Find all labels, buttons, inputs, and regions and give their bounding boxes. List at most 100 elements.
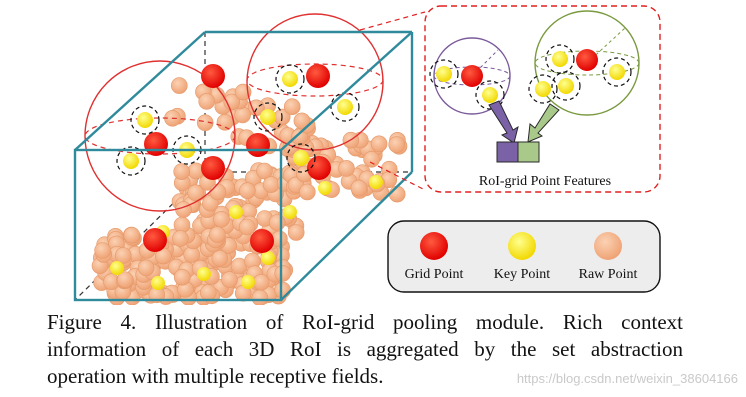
raw-point: [274, 281, 291, 299]
grid-point: [246, 133, 270, 157]
grid-point: [250, 229, 274, 253]
key-point-ring: [551, 71, 581, 101]
raw-point: [172, 230, 189, 247]
grid-point: [143, 228, 167, 252]
key-point: [318, 181, 332, 195]
grid-point: [201, 64, 225, 88]
key-point: [197, 267, 211, 281]
key-point: [482, 87, 498, 103]
raw-point: [239, 182, 256, 199]
raw-point: [209, 226, 226, 243]
key-point: [609, 64, 625, 80]
raw-point: [234, 106, 251, 124]
key-point-ring: [602, 57, 632, 87]
raw-point: [363, 151, 380, 168]
key-point: [260, 109, 276, 125]
key-point-ring: [275, 64, 305, 94]
key-point: [123, 153, 139, 169]
raw-point: [388, 136, 406, 153]
key-point-ring: [286, 143, 316, 173]
features-label: RoI-grid Point Features: [479, 174, 611, 189]
raw-point: [116, 271, 134, 289]
legend-raw-point-label: Raw Point: [579, 267, 638, 282]
raw-point: [213, 211, 230, 228]
key-point: [552, 51, 568, 67]
raw-point: [200, 284, 217, 301]
key-point: [229, 205, 243, 219]
watermark: https://blog.csdn.net/weixin_38604166: [516, 371, 738, 386]
feature-arrows: [488, 100, 560, 144]
caption-line-3: operation with multiple receptive fields…: [47, 364, 384, 388]
raw-point: [274, 265, 292, 282]
raw-point: [209, 183, 227, 201]
key-point-ring: [130, 105, 160, 135]
raw-point: [268, 214, 286, 231]
key-point: [282, 71, 298, 87]
legend: Grid Point Key Point Raw Point: [387, 220, 661, 293]
raw-point: [221, 271, 238, 288]
key-point: [151, 276, 165, 290]
raw-point: [388, 185, 406, 203]
inset-connector-lines: [359, 11, 426, 191]
key-point: [283, 205, 297, 219]
raw-point: [262, 176, 280, 193]
key-point: [369, 175, 383, 189]
raw-point: [223, 93, 241, 111]
key-point-ring: [116, 146, 146, 176]
grid-point: [144, 132, 168, 156]
key-point: [535, 81, 551, 97]
raw-point-cloud: [91, 77, 408, 305]
grid-point: [307, 156, 331, 180]
roi-box-front-edges: [73, 30, 414, 302]
legend-key-point: Key Point: [494, 232, 551, 282]
key-point: [293, 150, 309, 166]
raw-point: [252, 273, 270, 291]
grid-point: [306, 64, 330, 88]
raw-point: [287, 224, 305, 241]
right-receptive-sphere: [246, 13, 384, 151]
key-point-ring: [475, 80, 505, 110]
grid-point: [461, 65, 483, 87]
key-point: [558, 78, 574, 94]
roi-grid-pooling-figure: RoI-grid Point Features Grid Point Key P…: [73, 5, 661, 305]
raw-point: [338, 160, 355, 177]
raw-point: [187, 184, 204, 202]
purple-feature-block: [496, 141, 519, 163]
raw-point: [298, 183, 316, 201]
left-receptive-sphere: [84, 60, 236, 212]
raw-point: [283, 98, 301, 115]
green-feature-block: [517, 141, 540, 163]
caption-line-1: Figure 4. Illustration of RoI-grid pooli…: [47, 310, 683, 334]
key-point: [337, 99, 353, 115]
figure-caption: Figure 4. Illustration of RoI-grid pooli…: [47, 309, 683, 390]
raw-point: [94, 242, 111, 259]
key-point-ring: [253, 102, 283, 132]
caption-line-2: information of each 3D RoI is aggregated…: [47, 337, 683, 361]
inset-panel: RoI-grid Point Features: [424, 5, 661, 193]
raw-point: [216, 114, 234, 131]
key-point: [261, 251, 275, 265]
raw-point: [173, 163, 190, 180]
grid-point: [576, 49, 598, 71]
raw-point: [251, 289, 269, 305]
raw-point: [370, 135, 388, 153]
key-point: [137, 112, 153, 128]
raw-point: [173, 268, 191, 286]
grid-point: [201, 156, 225, 180]
legend-key-point-label: Key Point: [494, 267, 551, 282]
raw-point: [123, 226, 141, 244]
raw-point: [238, 218, 256, 236]
key-point: [110, 261, 124, 275]
raw-point: [350, 179, 368, 197]
raw-point: [114, 247, 132, 264]
legend-raw-point: Raw Point: [579, 232, 638, 282]
key-point-ring: [528, 74, 558, 104]
raw-point: [198, 93, 215, 110]
raw-point: [171, 77, 188, 94]
raw-point: [211, 249, 229, 267]
inset-points: [429, 44, 632, 110]
key-point-ring: [429, 59, 459, 89]
raw-point: [256, 162, 273, 180]
legend-grid-point-label: Grid Point: [405, 267, 464, 282]
legend-grid-point: Grid Point: [405, 232, 464, 282]
